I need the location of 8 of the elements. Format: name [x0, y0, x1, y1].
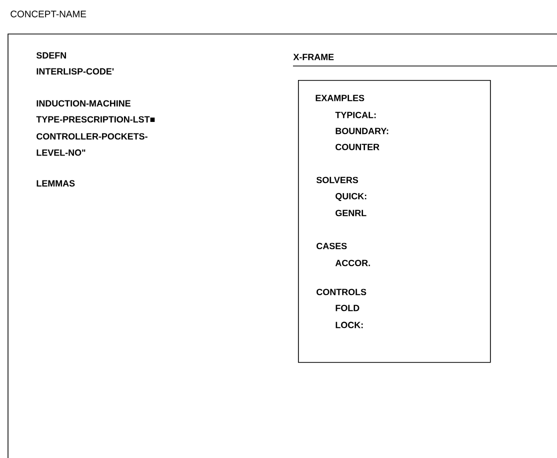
slot-label: LEMMAS — [36, 180, 75, 187]
node-label: X-FRAME — [293, 54, 334, 60]
slot-label: SDEFN — [36, 52, 66, 59]
slot-label: INTERLISP-CODE' — [36, 68, 114, 75]
slot-label: CONTROLLER-POCKETS- LEVEL-NO" — [36, 133, 148, 156]
slot-label: TYPE-PRESCRIPTION-LST■ — [36, 116, 155, 123]
frame-box: X-FRAME EXAMPLES TYPICAL: BOUNDARY: COUNTER SOLVERS QUICK: GENRL CASES ACCOR. CONTROLS FOLD LOCK: — [293, 54, 491, 363]
slot-label: INDUCTION-MACHINE — [36, 100, 130, 107]
